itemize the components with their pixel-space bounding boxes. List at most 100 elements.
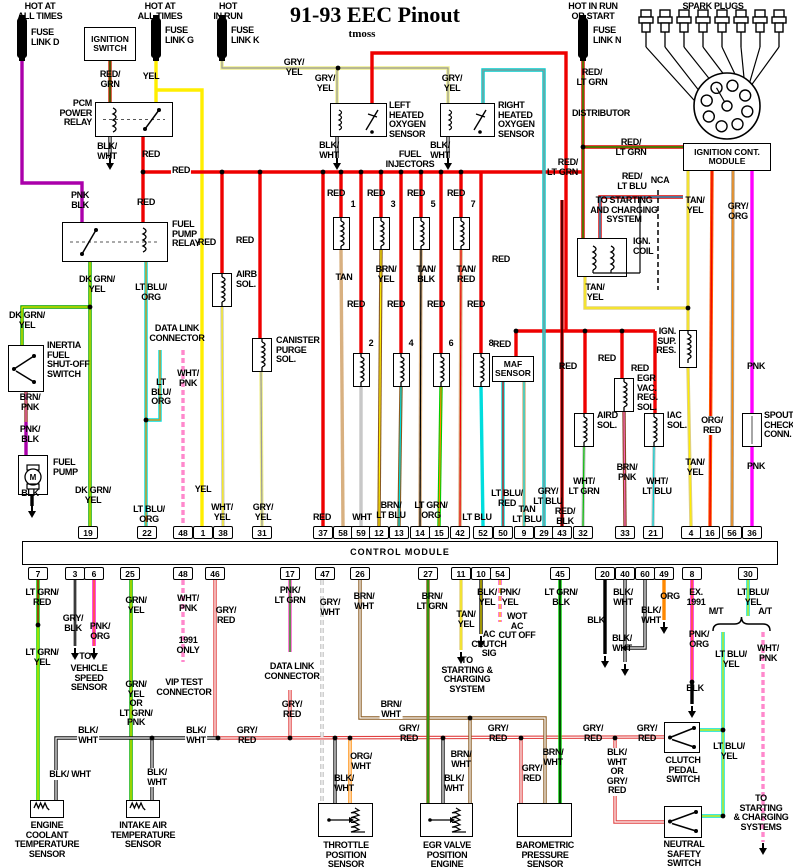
junction-dot [219, 169, 225, 175]
wire-label-brn-wht: BRN/ WHT [450, 749, 472, 769]
wire-label-lt-blu-yel: LT BLU/ YEL [715, 649, 747, 669]
wire-label-6: 6 [448, 338, 454, 348]
wire-label-org: ORG [660, 591, 680, 601]
solenoid-coil-icon [260, 338, 266, 371]
wire-label-fuse-link-g: FUSE LINK G [165, 25, 194, 45]
wire-label-to: + TO - [72, 651, 96, 661]
ground-arrow-icon [28, 506, 36, 518]
wire-fuse-d-wire [20, 58, 84, 222]
wire-inertia-branch [20, 305, 90, 345]
wire-label-pnk-blk: PNK BLK [70, 190, 90, 210]
wire-label-fuel-pump-relay: FUEL PUMP RELAY [172, 219, 201, 248]
wire-label-red-grn: RED/ GRN [99, 69, 121, 89]
wire-label-fuse-link-d: FUSE LINK D [31, 27, 60, 47]
pin-20-bottom: 20 [595, 567, 615, 580]
solenoid-coil-icon [582, 413, 588, 446]
pin-59-top: 59 [351, 526, 371, 539]
junction-dot [358, 169, 364, 175]
wire-label-blk-wht: BLK/ WHT [97, 141, 117, 161]
pin-50-top: 50 [493, 526, 513, 539]
wire-label-4: 4 [408, 338, 414, 348]
solenoid-coil-icon [622, 378, 628, 411]
potentiometer-icon [327, 807, 365, 833]
junction-dot [215, 735, 221, 741]
wire-pin26-w [358, 580, 547, 803]
wire-inj1-out [339, 249, 345, 527]
wire-label-pnk-org: PNK/ ORG [688, 629, 710, 649]
spark-plug-icon [771, 9, 787, 47]
wire-label-wht-lt-blu: WHT/ LT BLU [642, 476, 672, 496]
wire-inj3-out [377, 249, 383, 527]
wire-label-pnk: PNK [746, 461, 766, 471]
fuse-link-icon [578, 15, 588, 61]
wire-label-brn-wht: BRN/ WHT [379, 699, 403, 719]
wire-label-brn-wht: BRN/ WHT [353, 591, 375, 611]
wire-label-1991-only: 1991 ONLY [176, 635, 200, 655]
solenoid-coil-icon [439, 353, 445, 386]
pin-12-top: 12 [369, 526, 389, 539]
wire-o2-red-bus [370, 51, 568, 331]
junction-dot [332, 735, 338, 741]
thermistor-icon [33, 801, 50, 811]
wire-label-lt-blu-yel: LT BLU/ YEL [737, 587, 769, 607]
pin-36-top: 36 [742, 526, 762, 539]
junction-dot [580, 144, 586, 150]
wire-label-lt-grn-org: LT GRN/ ORG [414, 500, 448, 520]
spark-plug-icon [733, 9, 749, 47]
wire-module-coil [598, 195, 683, 238]
junction-dot [257, 169, 263, 175]
wire-label-gry-yel: GRY/ YEL [441, 73, 463, 93]
wire-label-yel: YEL [142, 71, 160, 81]
junction-dot [720, 813, 726, 819]
wire-label-data-link-connector: DATA LINK CONNECTOR [264, 661, 320, 681]
wire-label-yel: YEL [194, 484, 212, 494]
wire-label-brn-yel: BRN/ YEL [375, 264, 397, 284]
wire-label-blk-wht: BLK/ WHT [430, 140, 450, 160]
pin-6-bottom: 6 [84, 567, 104, 580]
junction-dot [143, 417, 149, 423]
pin-15-top: 15 [429, 526, 449, 539]
wire-label-blk-wht: BLK/ WHT [334, 773, 354, 793]
wire-label-red: RED [426, 299, 446, 309]
wire-yel-branch [156, 88, 204, 526]
pin-56-top: 56 [722, 526, 742, 539]
junction-dot [440, 735, 446, 741]
wire-label-data-link-connector: DATA LINK CONNECTOR [149, 323, 205, 343]
spark-plug-icon [752, 9, 768, 47]
wire-label-gry-red: GRY/ RED [236, 725, 258, 745]
wire-inj6-out [437, 386, 443, 527]
switch-icon [668, 726, 696, 749]
wire-label-nca: NCA [650, 175, 670, 185]
pin-54-bottom: 54 [490, 567, 510, 580]
wire-label-blk-wht: BLK/ WHT [48, 769, 92, 780]
wire-label-inertia-fuel-shut-off-switch: INERTIA FUEL SHUT-OFF SWITCH [47, 340, 90, 379]
wire-label-spout-check-conn: SPOUT CHECK CONN. [764, 410, 793, 439]
ground-arrow-icon [444, 158, 452, 170]
junction-dot [518, 735, 524, 741]
pin-37-top: 37 [313, 526, 333, 539]
wire-label-blk: BLK [21, 488, 39, 498]
wire-label-hot-in-run: HOT IN RUN [213, 1, 243, 21]
pin-1-top: 1 [193, 526, 213, 539]
wire-label-brn-pnk: BRN/ PNK [19, 392, 41, 412]
wire-label-lt-grn-blk: LT GRN/ BLK [544, 587, 578, 607]
junction-dot [140, 169, 146, 175]
pin-47-bottom: 47 [315, 567, 335, 580]
ground-arrow-icon [759, 843, 767, 855]
wire-label-tan-yel: TAN/ YEL [456, 609, 476, 629]
solenoid-coil-icon [339, 217, 345, 250]
wire-label-fuse-link-k: FUSE LINK K [231, 25, 260, 45]
pin-48-bottom: 48 [173, 567, 193, 580]
switch-icon [12, 354, 36, 384]
pin-17-bottom: 17 [280, 567, 300, 580]
wire-label-red: RED [491, 254, 510, 264]
wire-label-blk-wht: BLK/ WHT [319, 140, 339, 160]
wire-label-red: RED [312, 512, 332, 522]
junction-dot [720, 727, 726, 733]
author-credit: tmoss [348, 28, 376, 40]
wire-label-airb-sol: AIRB SOL. [236, 269, 257, 289]
solenoid-coil-icon [652, 413, 658, 446]
wire-label-to-starting-and-charging-system: TO STARTING AND CHARGING SYSTEM [590, 195, 658, 224]
baro-sensor [517, 803, 572, 837]
